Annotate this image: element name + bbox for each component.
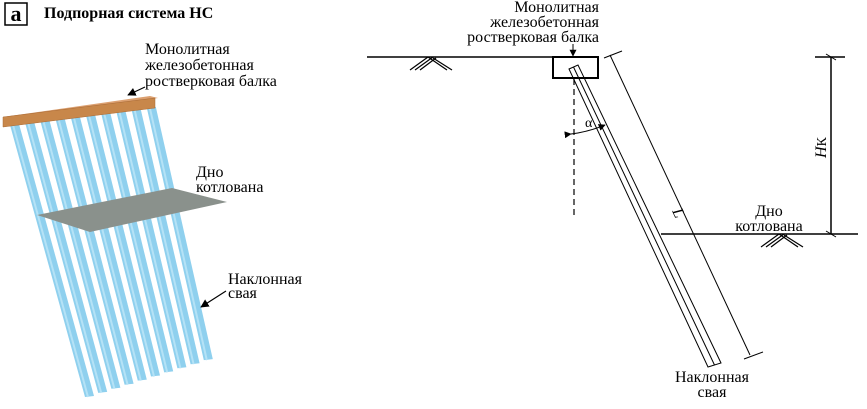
left-pile-label-1: Наклонная [228,271,303,288]
left-pile-label-2: свая [228,285,258,302]
pile-highlight [148,107,208,361]
pile-highlight [42,120,116,390]
height-Hk-label: HК [813,136,830,159]
right-bottom-label-2: котлована [735,218,802,235]
grillage-beam-section [552,56,599,79]
pile-highlight [27,122,103,394]
left-bottom-label-1: Дно [196,164,223,181]
length-tick-bottom [743,351,764,360]
left-beam-label-1: Монолитная [145,41,230,58]
left-beam-label-3: ростверковая балка [145,73,277,90]
length-dimension-line [609,54,751,356]
grillage-beam-3d [2,97,156,128]
angle-alpha-label: α [585,116,593,131]
right-pile-label-1: Наклонная [675,369,750,386]
length-tick-top [603,50,623,59]
inclined-pile-section [568,64,722,368]
panel-letter-box [4,2,28,26]
pile-highlight [88,115,155,377]
pile-highlight [72,117,142,381]
height-tick-bottom [825,230,837,238]
panel-letter: а [11,1,22,26]
pile-highlight [12,124,89,398]
excavation-bottom-plane [37,188,227,232]
pile-highlight [133,109,195,365]
height-symbol: H [813,145,830,159]
left-bottom-label-2: котлована [196,179,263,196]
left-pile-arrow [200,290,227,308]
right-beam-label-1: Монолитная [514,0,599,16]
ground-hatch-top [409,56,453,71]
height-tick-top [825,53,837,61]
left-beam-arrow [127,86,146,96]
ground-hatch-bottom [760,233,804,248]
height-subscript: К [815,136,830,146]
pile-highlight [103,113,169,373]
right-bottom-label-1: Дно [755,203,782,220]
figure-title: Подпорная система НС [44,5,213,22]
right-beam-label-2: железобетонная [489,14,599,31]
pile-highlight [57,119,129,385]
pile-highlight [118,111,182,369]
left-beam-label-2: железобетонная [144,57,254,74]
angle-arc [564,124,606,139]
pile-array [10,106,213,398]
length-L-label: L [668,205,688,221]
right-beam-label-3: ростверковая балка [467,29,599,46]
right-pile-label-2: свая [698,384,728,401]
